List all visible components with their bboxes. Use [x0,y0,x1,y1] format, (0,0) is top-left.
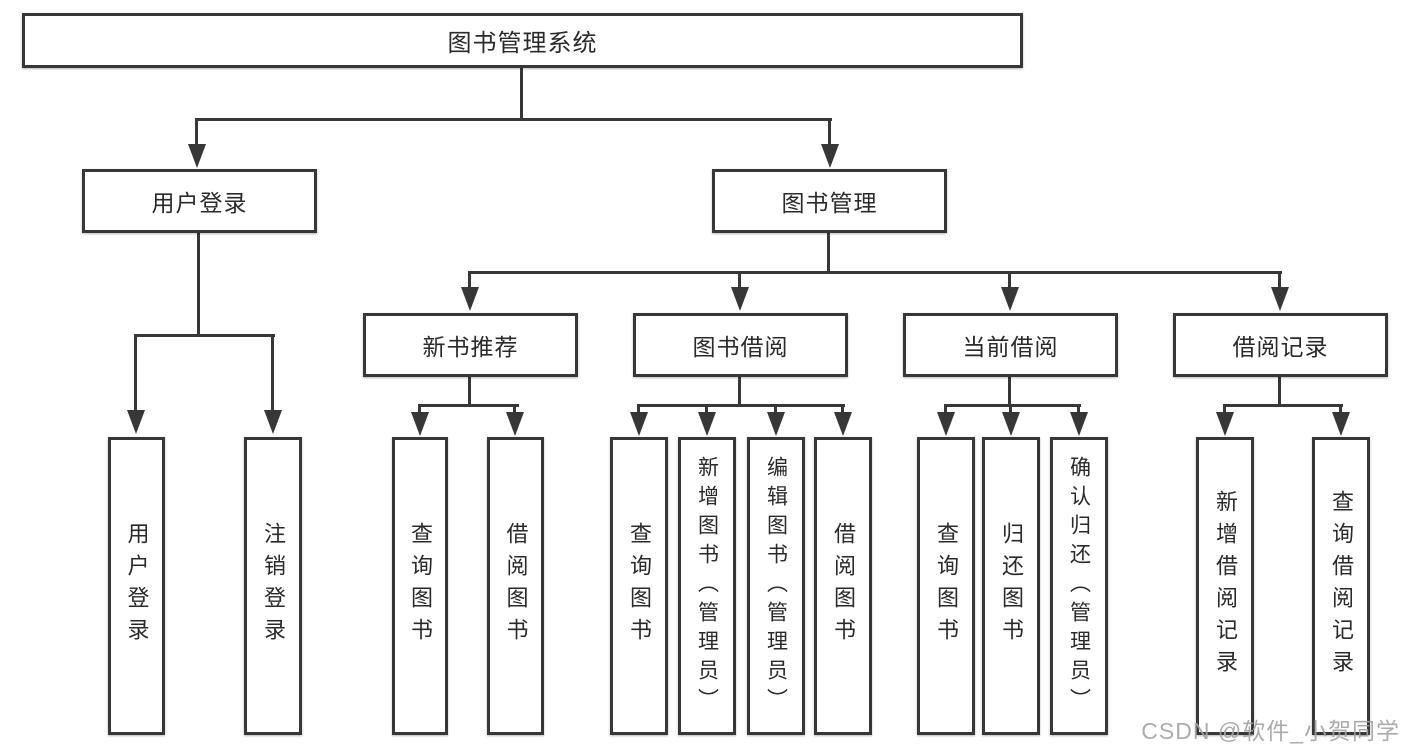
leaf-user-login-label: 用户登录 [124,522,150,650]
arrowhead [698,412,716,436]
leaf-query-books-current-label: 查询图书 [934,522,959,650]
arrowhead [1001,287,1019,311]
node-current-borrowing-label: 当前借阅 [962,334,1059,360]
connector-vline [197,233,200,336]
arrowhead [506,412,524,436]
arrowhead [1216,412,1234,436]
leaf-borrow-books-recommend-label: 借阅图书 [503,522,529,650]
watermark: CSDN @软件_小贺同学 [1141,718,1400,744]
leaf-confirm-return-admin-label: 确认归还（管理员） [1067,455,1091,717]
connector-vline [1008,377,1011,406]
leaf-borrow-books-borrowing: 借阅图书 [814,437,872,735]
leaf-return-book: 归还图书 [982,437,1040,735]
leaf-edit-book-admin-label: 编辑图书（管理员） [764,455,788,717]
connector-vline [513,406,516,413]
arrowhead [731,287,749,311]
node-book-borrowing-label: 图书借阅 [692,334,789,360]
connector-hline [134,334,275,337]
leaf-query-books-current: 查询图书 [917,437,975,735]
connector-vline [468,273,471,287]
node-user-login-label: 用户登录 [151,190,248,216]
arrowhead [411,412,429,436]
leaf-borrow-books-borrowing-label: 借阅图书 [831,522,856,650]
connector-vline [1223,406,1226,413]
node-root: 图书管理系统 [22,13,1023,68]
leaf-edit-book-admin: 编辑图书（管理员） [747,437,805,735]
node-book-management-label: 图书管理 [781,190,878,216]
node-book-management: 图书管理 [712,169,947,233]
leaf-logout-label: 注销登录 [261,522,286,650]
arrowhead [1271,287,1289,311]
leaf-query-books-recommend-label: 查询图书 [408,522,433,650]
connector-vline [1077,406,1080,413]
connector-hline [944,404,1081,407]
connector-vline [1009,406,1012,413]
arrowhead [1002,412,1020,436]
connector-vline [1278,273,1281,287]
connector-vline [468,377,471,406]
arrowhead [937,412,955,436]
leaf-confirm-return-admin: 确认归还（管理员） [1050,437,1108,735]
node-current-borrowing: 当前借阅 [903,313,1118,377]
connector-vline [520,68,523,120]
connector-vline [774,406,777,413]
connector-vline [271,336,274,410]
connector-vline [418,406,421,413]
leaf-query-books-recommend: 查询图书 [392,437,448,735]
node-new-book-recommend-label: 新书推荐 [422,334,519,360]
arrowhead [767,412,785,436]
connector-vline [828,120,831,146]
connector-vline [841,406,844,413]
connector-vline [944,406,947,413]
leaf-user-login: 用户登录 [108,437,165,735]
connector-vline [738,273,741,287]
connector-vline [134,336,137,410]
connector-vline [195,120,198,146]
arrowhead [1070,412,1088,436]
arrowhead [834,412,852,436]
connector-hline [637,404,845,407]
leaf-borrow-books-recommend: 借阅图书 [487,437,544,735]
leaf-query-books-borrowing: 查询图书 [610,437,668,735]
arrowhead [1332,412,1350,436]
connector-vline [637,406,640,413]
leaf-add-borrow-record: 新增借阅记录 [1196,437,1254,735]
connector-vline [1008,273,1011,287]
leaf-add-borrow-record-label: 新增借阅记录 [1213,490,1238,682]
connector-vline [827,233,830,273]
arrowhead [264,410,282,434]
arrowhead [461,287,479,311]
node-borrowing-records-label: 借阅记录 [1232,334,1329,360]
connector-vline [1278,377,1281,406]
node-root-label: 图书管理系统 [447,30,598,57]
node-book-borrowing: 图书借阅 [633,313,848,377]
connector-vline [705,406,708,413]
leaf-add-book-admin-label: 新增图书（管理员） [695,455,719,717]
arrowhead [630,412,648,436]
arrowhead [188,144,206,168]
arrowhead [127,410,145,434]
leaf-query-borrow-record-label: 查询借阅记录 [1329,490,1354,682]
leaf-return-book-label: 归还图书 [999,522,1024,650]
leaf-add-book-admin: 新增图书（管理员） [678,437,736,735]
connector-hline [195,118,832,121]
node-new-book-recommend: 新书推荐 [363,313,578,377]
leaf-logout: 注销登录 [244,437,302,735]
connector-vline [738,377,741,406]
node-user-login: 用户登录 [82,169,317,233]
node-borrowing-records: 借阅记录 [1173,313,1388,377]
connector-vline [1339,406,1342,413]
connector-hline [418,404,519,407]
connector-hline [1223,404,1343,407]
leaf-query-books-borrowing-label: 查询图书 [627,522,652,650]
connector-hline [468,271,1282,274]
arrowhead [821,144,839,168]
leaf-query-borrow-record: 查询借阅记录 [1312,437,1370,735]
